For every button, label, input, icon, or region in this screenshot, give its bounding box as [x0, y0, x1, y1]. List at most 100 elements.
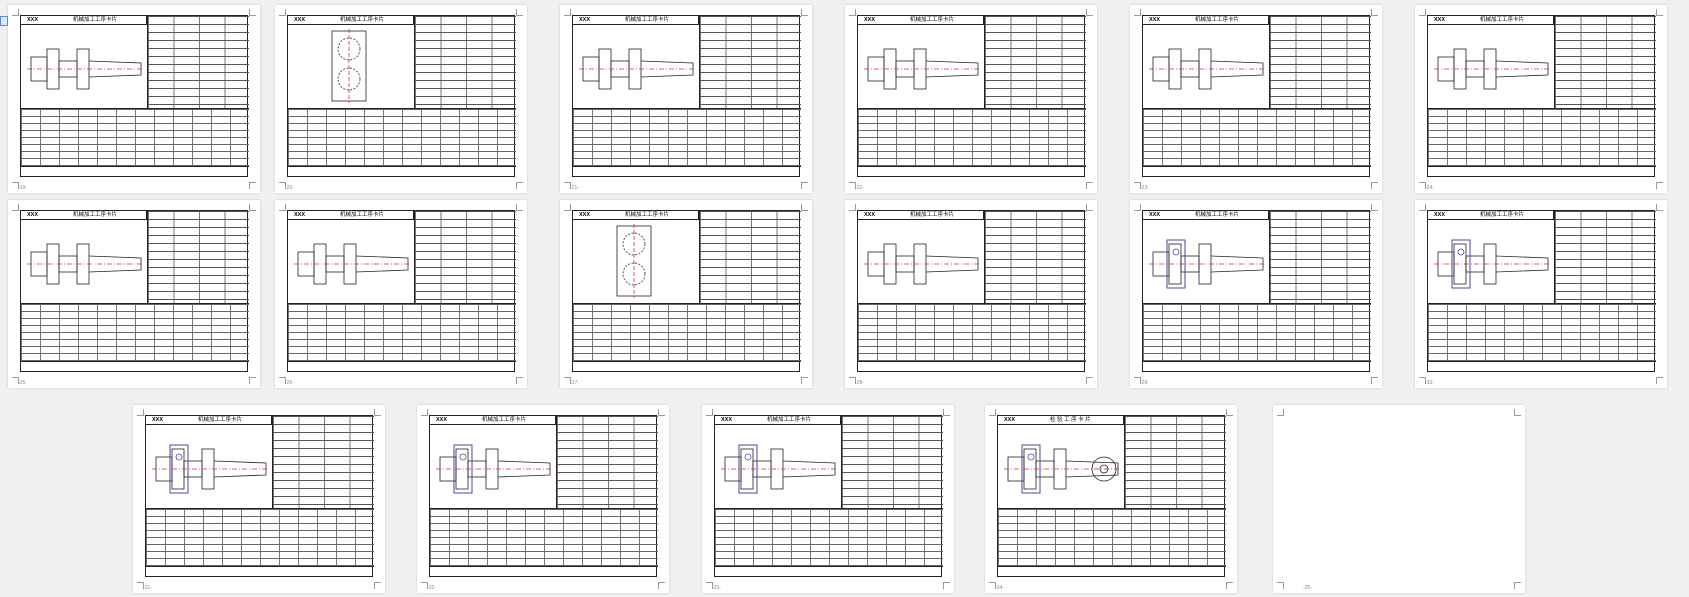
- crop-mark: [1226, 409, 1233, 416]
- card-code: XXX: [294, 17, 306, 23]
- crop-mark: [849, 182, 856, 189]
- card-code: XXX: [1149, 212, 1161, 218]
- crop-mark: [1656, 182, 1663, 189]
- card-info-table: [1269, 16, 1371, 108]
- fixture-block: [738, 444, 758, 494]
- crop-mark: [1514, 409, 1521, 416]
- operation-table: [573, 108, 801, 166]
- document-page[interactable]: -35-: [1273, 405, 1525, 593]
- part-sketch: [1434, 48, 1550, 90]
- crop-mark: [516, 9, 523, 16]
- card-title: 机械加工工序卡片: [482, 417, 527, 423]
- card-title: 机械加工工序卡片: [73, 212, 118, 218]
- card-footer: [858, 166, 1086, 177]
- card-title: 机械加工工序卡片: [910, 212, 955, 218]
- page-number: -19-: [18, 185, 27, 191]
- crop-mark: [1514, 582, 1521, 589]
- operation-table: [21, 303, 249, 361]
- card-footer: [288, 361, 516, 372]
- crop-mark: [421, 409, 428, 416]
- operation-table: [1428, 303, 1656, 361]
- card-info-table: [414, 16, 516, 108]
- crop-mark: [1371, 204, 1378, 211]
- part-sketch: [864, 48, 980, 90]
- card-footer: [288, 166, 516, 177]
- part-sketch: [1149, 239, 1265, 289]
- card-footer: [21, 166, 249, 177]
- operation-table: [1428, 108, 1656, 166]
- crop-mark: [706, 409, 713, 416]
- card-code: XXX: [579, 17, 591, 23]
- card-title: 机械加工工序卡片: [198, 417, 243, 423]
- card-info-table: [841, 416, 943, 508]
- crop-mark: [564, 377, 571, 384]
- card-title: 机械加工工序卡片: [625, 212, 670, 218]
- page-number: -32-: [427, 585, 436, 591]
- crop-mark: [137, 582, 144, 589]
- crop-mark: [658, 409, 665, 416]
- crop-mark: [516, 182, 523, 189]
- page-number: -29-: [1140, 380, 1149, 386]
- page-number: -23-: [1140, 185, 1149, 191]
- crop-mark: [421, 582, 428, 589]
- crop-mark: [1371, 182, 1378, 189]
- crop-mark: [1134, 182, 1141, 189]
- crop-mark: [1656, 9, 1663, 16]
- crop-mark: [12, 9, 19, 16]
- card-info-table: [1554, 16, 1656, 108]
- crop-mark: [706, 582, 713, 589]
- card-info-table: [272, 416, 374, 508]
- card-info-table: [699, 16, 801, 108]
- card-info-table: [699, 211, 801, 303]
- card-info-table: [147, 16, 249, 108]
- crop-mark: [943, 582, 950, 589]
- crop-mark: [1277, 409, 1284, 416]
- page-number: -25-: [18, 380, 27, 386]
- crop-mark: [249, 204, 256, 211]
- card-info-table: [147, 211, 249, 303]
- page-number: -34-: [995, 585, 1004, 591]
- card-footer: [1428, 166, 1656, 177]
- card-title: 检 验 工 序 卡 片: [1050, 417, 1091, 423]
- crop-mark: [374, 582, 381, 589]
- gauge-circle: [1091, 456, 1117, 482]
- crop-mark: [564, 182, 571, 189]
- card-code: XXX: [721, 417, 733, 423]
- operation-table: [21, 108, 249, 166]
- card-title: 机械加工工序卡片: [910, 17, 955, 23]
- crop-mark: [12, 182, 19, 189]
- card-footer: [998, 566, 1226, 577]
- locator-pin: [1457, 248, 1465, 256]
- operation-table: [573, 303, 801, 361]
- crop-mark: [12, 377, 19, 384]
- card-footer: [715, 566, 943, 577]
- crop-mark: [279, 9, 286, 16]
- part-sketch: [721, 444, 837, 494]
- part-sketch: [294, 243, 410, 285]
